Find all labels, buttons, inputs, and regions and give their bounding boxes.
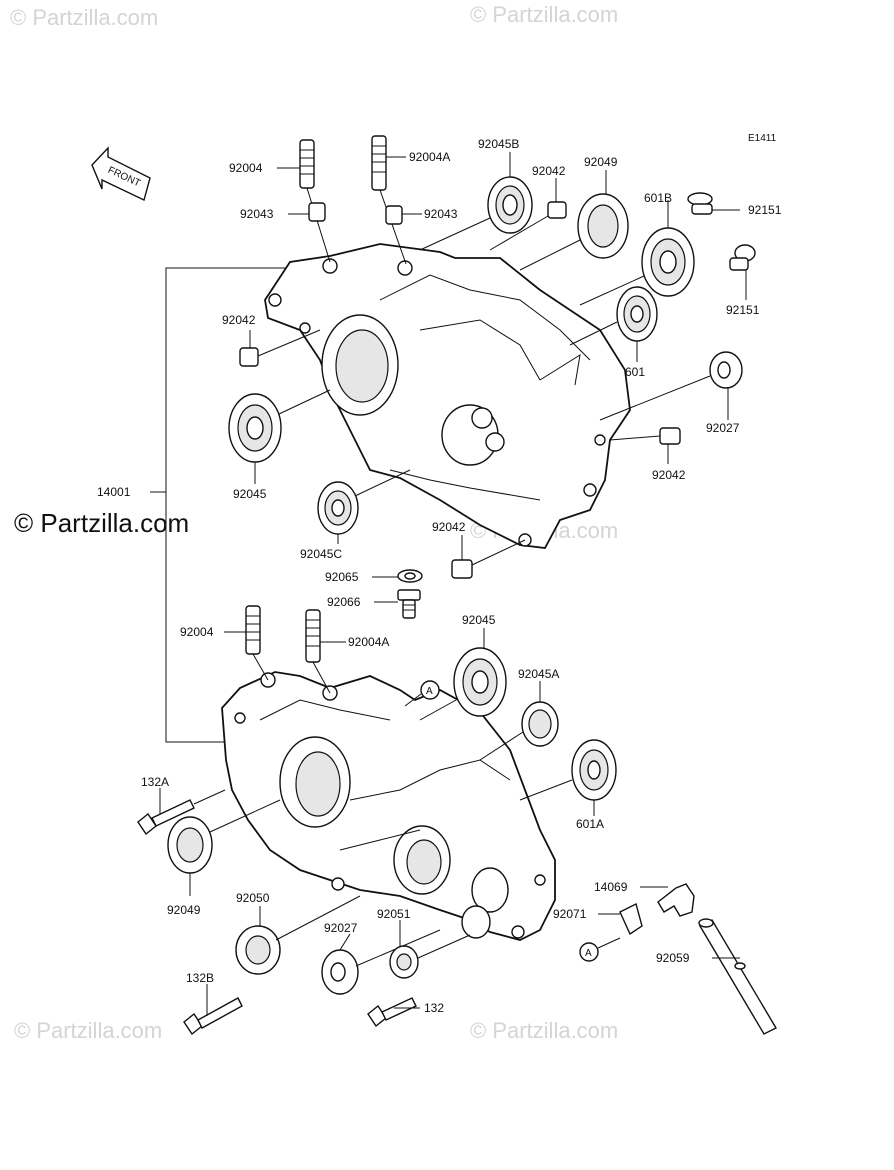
part-label-92042-right: 92042 — [652, 468, 686, 482]
bolt-132A — [137, 799, 195, 836]
part-label-92045B: 92045B — [478, 137, 519, 151]
part-label-92004-bottom: 92004 — [180, 625, 214, 639]
washer-92027-right — [709, 351, 743, 389]
dowel-92043-left — [308, 202, 326, 222]
bolt-132B — [183, 997, 243, 1036]
assembly-bracket-14001 — [150, 267, 300, 743]
part-label-92042-top: 92042 — [532, 164, 566, 178]
callout-a-upper: A — [420, 680, 440, 700]
part-label-92050: 92050 — [236, 891, 270, 905]
drain-plug-92066 — [397, 589, 421, 619]
part-label-92042-left: 92042 — [222, 313, 256, 327]
watermark-bottom-left: © Partzilla.com — [14, 1018, 162, 1043]
part-label-92045-left: 92045 — [233, 487, 267, 501]
part-label-92045A: 92045A — [518, 667, 559, 681]
dowel-92042-right — [659, 427, 681, 445]
part-label-92071: 92071 — [553, 907, 587, 921]
bearing-601A — [571, 739, 617, 801]
part-label-92065: 92065 — [325, 570, 359, 584]
bearing-92045-left — [228, 393, 282, 463]
breather-hose-92059 — [698, 918, 777, 1035]
part-label-92004A-bottom: 92004A — [348, 635, 389, 649]
part-label-132B: 132B — [186, 971, 214, 985]
part-label-132: 132 — [424, 1001, 444, 1015]
bearing-92045C — [317, 481, 359, 535]
part-label-92004-top: 92004 — [229, 161, 263, 175]
part-label-92151-b: 92151 — [726, 303, 760, 317]
bolt-132 — [367, 997, 417, 1028]
bearing-92045A — [521, 701, 559, 747]
part-label-601A: 601A — [576, 817, 604, 831]
stud-92004A-bottom — [305, 609, 321, 663]
dowel-92042-left — [239, 347, 259, 367]
oil-seal-92050 — [235, 925, 281, 975]
part-label-92045C: 92045C — [300, 547, 342, 561]
part-label-92066: 92066 — [327, 595, 361, 609]
part-label-132A: 132A — [141, 775, 169, 789]
bearing-92045-bottom — [453, 647, 507, 717]
part-label-92049-top: 92049 — [584, 155, 618, 169]
svg-text:A: A — [426, 686, 433, 697]
diagram-code: E1411 — [748, 133, 777, 144]
bearing-601B — [641, 227, 695, 297]
part-label-92042-middle: 92042 — [432, 520, 466, 534]
callout-a-lower: A — [579, 942, 599, 962]
elbow-fitting-14069 — [657, 883, 695, 917]
part-label-92051: 92051 — [377, 907, 411, 921]
watermark-top-right: © Partzilla.com — [470, 2, 618, 27]
stud-92004A-top — [371, 135, 387, 191]
upper-crankcase-half — [264, 243, 631, 549]
lower-crankcase-half — [221, 671, 556, 941]
bearing-92045B — [487, 176, 533, 234]
part-label-601: 601 — [625, 365, 645, 379]
oil-seal-92051 — [389, 945, 419, 979]
watermark-bottom-right: © Partzilla.com — [470, 1018, 618, 1043]
part-label-92027-bottom: 92027 — [324, 921, 358, 935]
oil-seal-92049-top — [577, 193, 629, 259]
watermark-main: © Partzilla.com — [14, 508, 189, 538]
screw-92151-bottom — [729, 244, 756, 271]
oil-seal-92049-bottom — [167, 816, 213, 874]
part-label-92027-right: 92027 — [706, 421, 740, 435]
part-label-92049-bottom: 92049 — [167, 903, 201, 917]
part-label-601B: 601B — [644, 191, 672, 205]
stud-92004-top — [299, 139, 315, 189]
dowel-92042-middle — [451, 559, 473, 579]
part-label-92004A-top: 92004A — [409, 150, 450, 164]
part-label-14069: 14069 — [594, 880, 628, 894]
bearing-601 — [616, 286, 658, 342]
washer-92027-bottom — [321, 949, 359, 995]
part-label-14001: 14001 — [97, 485, 131, 499]
part-label-92043-right: 92043 — [424, 207, 458, 221]
part-label-92043-left: 92043 — [240, 207, 274, 221]
screw-92151-top — [687, 192, 713, 215]
part-label-92151-a: 92151 — [748, 203, 782, 217]
clamp-92071 — [619, 902, 643, 936]
part-label-92045-bottom: 92045 — [462, 613, 496, 627]
svg-text:A: A — [585, 948, 592, 959]
front-arrow-icon: FRONT — [91, 146, 151, 201]
dowel-92043-right — [385, 205, 403, 225]
part-label-92059: 92059 — [656, 951, 690, 965]
dowel-92042-top — [547, 201, 567, 219]
watermark-top-left: © Partzilla.com — [10, 5, 158, 30]
stud-92004-bottom — [245, 605, 261, 655]
